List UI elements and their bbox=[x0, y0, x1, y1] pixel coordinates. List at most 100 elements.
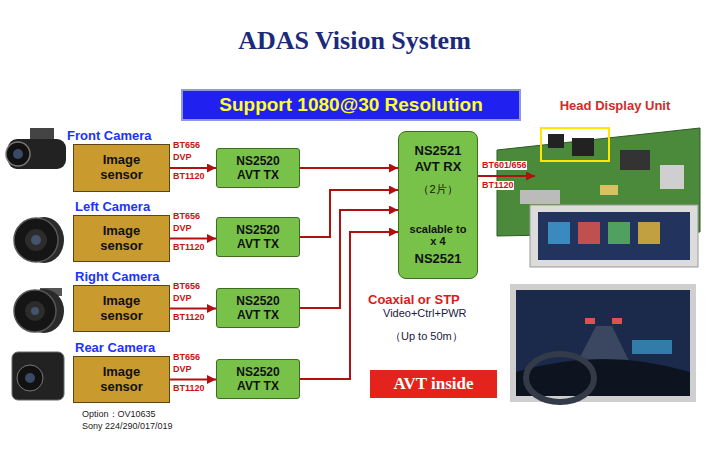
camera-lens bbox=[6, 142, 30, 166]
avt-badge: AVT inside bbox=[370, 370, 497, 398]
node-text: Image sensor bbox=[92, 224, 152, 254]
node-text: NS2520 AVT TX bbox=[228, 154, 288, 183]
camera-name: Rear Camera bbox=[75, 340, 155, 355]
signal-arrow bbox=[170, 238, 216, 240]
camera-glass bbox=[13, 149, 23, 159]
transmitter-box: NS2520 AVT TX bbox=[216, 148, 300, 188]
node-text: scalable to x 4 bbox=[405, 223, 471, 247]
text-group: NS2520 AVT TX bbox=[228, 294, 288, 323]
text-group: Image sensor bbox=[92, 224, 152, 254]
node-text: NS2520 AVT TX bbox=[228, 365, 288, 394]
camera-lens bbox=[14, 290, 56, 332]
text-group: Image sensor bbox=[92, 153, 152, 183]
node-text: AVT inside bbox=[393, 374, 473, 394]
camera-ring bbox=[25, 229, 47, 251]
display-screen bbox=[538, 212, 690, 260]
node-text: （2片） bbox=[418, 182, 457, 197]
connector-part bbox=[520, 190, 560, 204]
transmitter-box: NS2520 AVT TX bbox=[216, 288, 300, 328]
node-text: NS2520 AVT TX bbox=[228, 223, 288, 252]
screen-icon bbox=[608, 222, 630, 244]
signal-name: DVP bbox=[173, 294, 192, 303]
option-note: Sony 224/290/017/019 bbox=[82, 421, 173, 431]
signal-name: BT1120 bbox=[173, 313, 205, 322]
camera-name: Front Camera bbox=[67, 128, 152, 143]
cable-note: Coaxial or STP bbox=[368, 292, 460, 307]
camera-mount bbox=[30, 128, 54, 140]
signal-name: BT656 bbox=[173, 212, 200, 221]
connector-part bbox=[660, 165, 684, 189]
camera-ring bbox=[25, 301, 45, 321]
rear-camera-picture bbox=[12, 352, 64, 400]
node-text: Head Display Unit bbox=[560, 98, 671, 113]
camera-name: Right Camera bbox=[75, 269, 160, 284]
signal-name: BT656 bbox=[173, 353, 200, 362]
camera-glass bbox=[31, 307, 39, 315]
bus-name: BT1120 bbox=[482, 181, 514, 190]
camera-lens bbox=[14, 218, 58, 262]
signal-name: DVP bbox=[173, 224, 192, 233]
sensor-box: Image sensor bbox=[73, 356, 170, 403]
cable-note: （Up to 50m） bbox=[390, 329, 463, 344]
sensor-box: Image sensor bbox=[73, 285, 170, 332]
signal-arrow bbox=[170, 167, 216, 169]
signal-name: BT1120 bbox=[173, 243, 205, 252]
signal-arrow bbox=[170, 379, 216, 381]
picture-frame bbox=[510, 284, 696, 402]
node-text: NS2521 bbox=[415, 251, 462, 267]
receiver-box: NS2521 AVT RX （2片） scalable to x 4 NS2521 bbox=[398, 131, 478, 279]
text-group: AVT inside bbox=[393, 374, 473, 394]
signal-name: BT656 bbox=[173, 141, 200, 150]
signal-name: BT656 bbox=[173, 282, 200, 291]
diagram-title: ADAS Vision System bbox=[0, 26, 709, 56]
camera-glass bbox=[25, 373, 35, 383]
front-camera-picture bbox=[6, 128, 66, 169]
transmitter-box: NS2520 AVT TX bbox=[216, 217, 300, 257]
signal-arrow bbox=[300, 190, 398, 237]
text-group: Support 1080@30 Resolution bbox=[219, 94, 482, 116]
transmitter-box: NS2520 AVT TX bbox=[216, 359, 300, 399]
dashboard bbox=[516, 359, 690, 396]
car-light bbox=[612, 318, 622, 324]
text-group: Image sensor bbox=[92, 365, 152, 395]
screen-icon bbox=[578, 222, 600, 244]
signal-name: BT1120 bbox=[173, 172, 205, 181]
bus-name: BT601/656 bbox=[482, 161, 527, 170]
hud-overlay bbox=[632, 340, 672, 354]
node-text: Support 1080@30 Resolution bbox=[219, 94, 482, 116]
capacitor bbox=[600, 185, 618, 195]
text-group: NS2520 AVT TX bbox=[228, 365, 288, 394]
option-note: Option：OV10635 bbox=[82, 408, 156, 421]
chip bbox=[620, 150, 650, 170]
node-text: NS2521 AVT RX bbox=[405, 143, 471, 174]
dashboard-picture bbox=[510, 284, 696, 402]
night-sky bbox=[516, 290, 690, 396]
text-group: NS2521 AVT RX （2片） scalable to x 4 NS2521 bbox=[405, 139, 471, 271]
steering-wheel bbox=[526, 354, 594, 402]
display-frame bbox=[530, 205, 698, 267]
right-camera-picture bbox=[14, 288, 64, 333]
head-unit: Head Display Unit bbox=[535, 98, 695, 270]
signal-arrow bbox=[478, 175, 535, 177]
node-text: NS2520 AVT TX bbox=[228, 294, 288, 323]
car-light bbox=[585, 318, 595, 324]
cable-note: Video+Ctrl+PWR bbox=[383, 307, 467, 319]
chip bbox=[548, 134, 564, 148]
camera-name: Left Camera bbox=[75, 199, 150, 214]
text-group: Head Display Unit bbox=[560, 98, 671, 113]
chip bbox=[572, 138, 594, 156]
left-camera-picture bbox=[14, 217, 64, 263]
camera-body bbox=[12, 352, 64, 400]
highlight-frame bbox=[541, 128, 609, 161]
screen-icon bbox=[638, 222, 660, 244]
text-group: NS2520 AVT TX bbox=[228, 223, 288, 252]
text-group: Image sensor bbox=[92, 294, 152, 324]
signal-name: DVP bbox=[173, 365, 192, 374]
signal-arrow bbox=[300, 167, 398, 169]
resolution-banner: Support 1080@30 Resolution bbox=[181, 89, 521, 121]
screen-icon bbox=[548, 222, 570, 244]
node-text: Image sensor bbox=[92, 365, 152, 395]
head-unit-picture bbox=[497, 128, 700, 267]
signal-name: DVP bbox=[173, 153, 192, 162]
